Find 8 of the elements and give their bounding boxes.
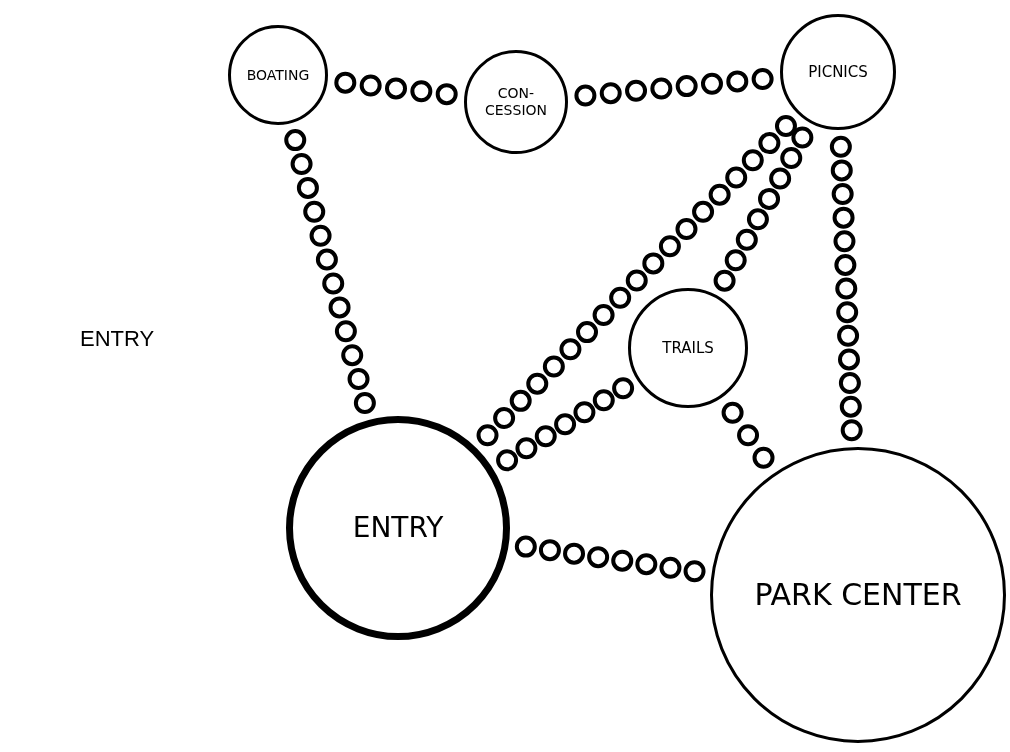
side-label: ENTRY (80, 326, 155, 352)
node-label: CON- CESSION (484, 85, 548, 119)
node-label: TRAILS (662, 339, 714, 357)
node-label: PICNICS (808, 63, 868, 81)
circle-node (628, 288, 748, 408)
node-label: ENTRY (352, 511, 444, 545)
node-label: PARK CENTER (754, 577, 962, 613)
node-label: BOATING (246, 66, 310, 84)
